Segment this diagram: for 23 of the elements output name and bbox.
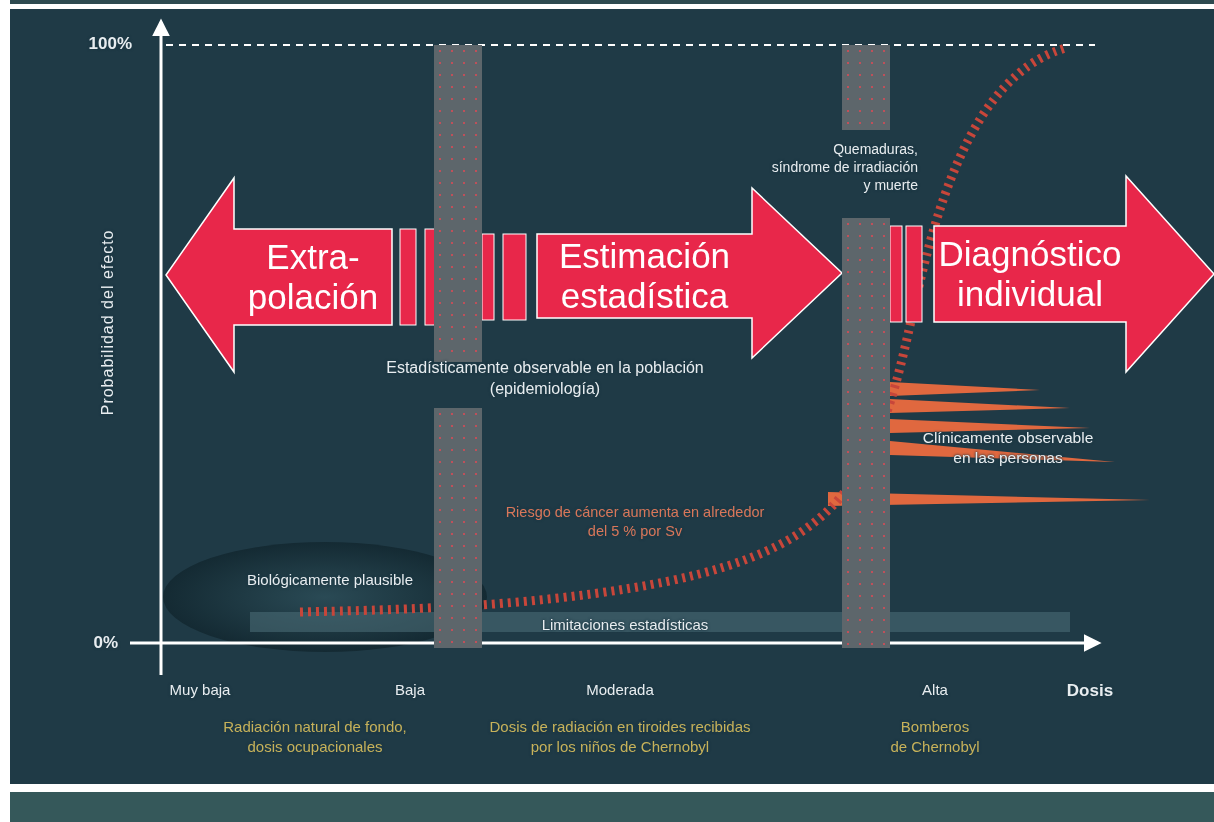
axis-tick-label: 0% — [92, 632, 118, 654]
axis-title: Dosis — [1065, 680, 1115, 702]
annotation-text: Quemaduras, síndrome de irradiación y muerte — [770, 140, 918, 195]
axis-category-label: Muy baja — [168, 680, 232, 700]
category-note: Dosis de radiación en tiroides recibidas por los niños de Chernobyl — [488, 717, 752, 756]
category-note: Radiación natural de fondo, dosis ocupacionales — [222, 717, 408, 756]
arrow-label: Extra- polación — [246, 235, 380, 318]
axis-tick-label: 100% — [87, 33, 132, 55]
annotation-text: Limitaciones estadísticas — [540, 615, 710, 635]
threshold-band — [434, 408, 482, 648]
annotation-text: Riesgo de cáncer aumenta en alrededor del 5 % por Sv — [504, 503, 766, 541]
annotation-text: Estadísticamente observable en la población (epidemiología) — [385, 358, 705, 399]
axis-category-label: Baja — [394, 680, 426, 700]
threshold-band — [842, 45, 890, 130]
axis-category-label: Alta — [921, 680, 949, 700]
axis-title: Probabilidad del efecto — [97, 228, 117, 418]
threshold-band — [842, 218, 890, 648]
category-note: Bomberos de Chernobyl — [889, 717, 981, 756]
arrow-label: Estimación estadística — [557, 236, 732, 316]
arrow-label: Diagnóstico individual — [937, 232, 1123, 315]
annotation-text: Biológicamente plausible — [246, 570, 414, 590]
axis-category-label: Moderada — [585, 680, 655, 700]
threshold-band — [434, 45, 482, 362]
